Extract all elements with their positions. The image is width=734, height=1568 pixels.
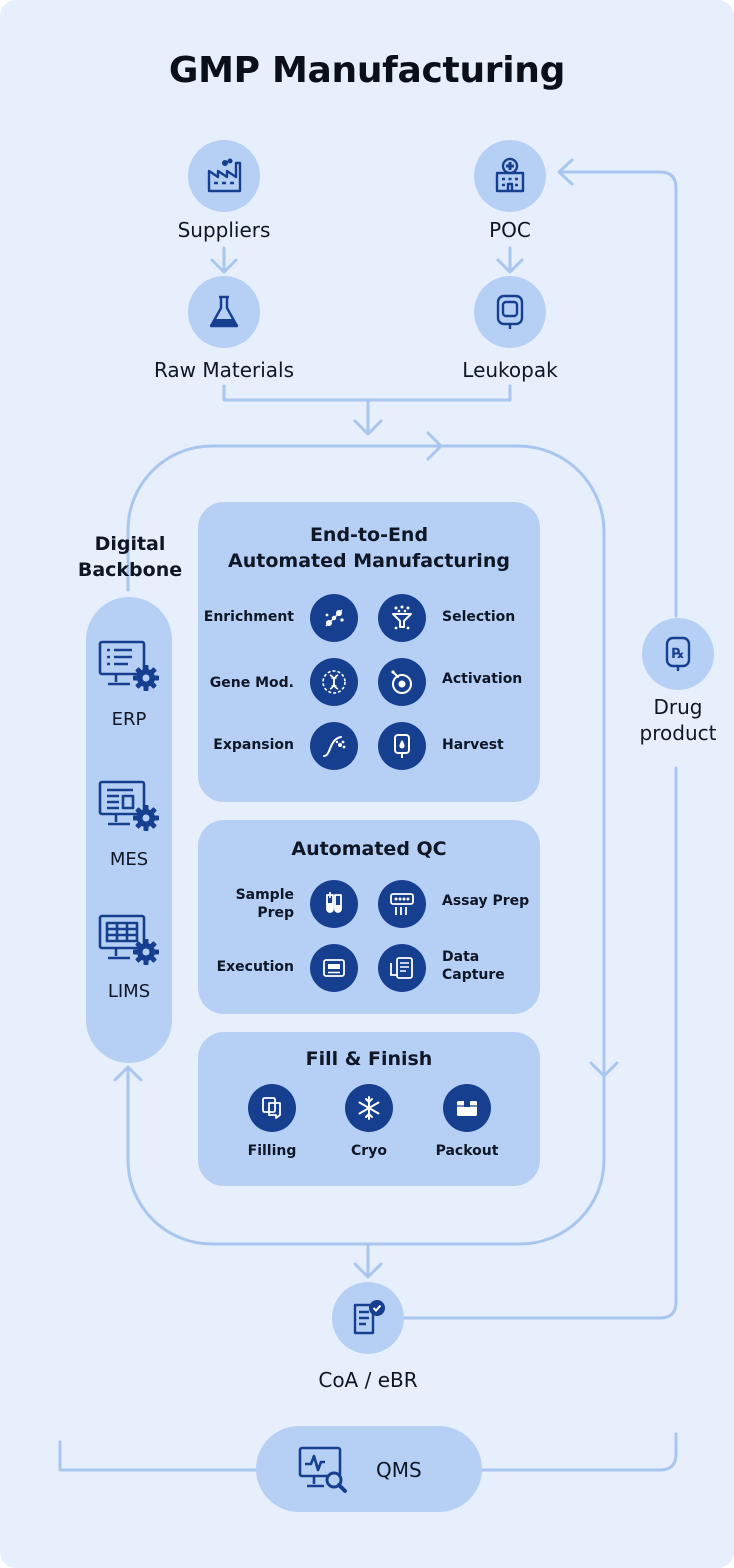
selection-step	[378, 594, 426, 642]
hospital-icon	[495, 157, 525, 193]
snowflake-icon	[358, 1096, 380, 1120]
filling-icon	[262, 1097, 281, 1119]
assay-prep-step	[378, 880, 426, 928]
coa-node	[332, 1282, 404, 1354]
harvest-bag-icon	[394, 734, 410, 758]
qc-panel: Automated QC Sample Prep Assay Prep Exec…	[198, 820, 540, 1014]
poc-label: POC	[489, 218, 531, 242]
fill-finish-panel: Fill & Finish Filling Cryo	[198, 1032, 540, 1186]
activation-label: Activation	[442, 671, 523, 687]
manufacturing-title: End-to-End Automated Manufacturing	[228, 524, 510, 572]
enrichment-label: Enrichment	[203, 609, 294, 625]
dna-icon	[322, 670, 346, 694]
blood-bag-icon	[496, 294, 524, 329]
qms-label: QMS	[376, 1458, 422, 1482]
packout-label: Packout	[435, 1143, 499, 1159]
poc-node	[474, 140, 546, 212]
execution-step	[310, 944, 358, 992]
instrument-icon	[323, 959, 345, 977]
digital-backbone-title: Digital Backbone	[77, 533, 183, 581]
gene-mod-label: Gene Mod.	[209, 675, 294, 691]
sample-prep-step	[310, 880, 358, 928]
activation-cell-icon	[391, 670, 412, 694]
data-capture-step	[378, 944, 426, 992]
flask-icon	[209, 295, 239, 328]
suppliers-label: Suppliers	[177, 218, 271, 242]
qc-title: Automated QC	[291, 838, 447, 860]
qms-pill	[256, 1426, 482, 1512]
svg-text:℞: ℞	[672, 646, 685, 662]
cryo-label: Cryo	[351, 1143, 387, 1159]
fill-finish-title: Fill & Finish	[305, 1048, 433, 1070]
expansion-curve-icon	[323, 736, 346, 757]
erp-monitor-gear-icon	[98, 640, 159, 691]
packout-step	[443, 1084, 491, 1132]
leukopak-label: Leukopak	[462, 358, 558, 382]
suppliers-node	[188, 140, 260, 212]
assay-prep-label: Assay Prep	[442, 893, 530, 909]
filling-step	[248, 1084, 296, 1132]
box-icon	[457, 1101, 477, 1116]
sample-tubes-icon	[326, 892, 342, 913]
selection-label: Selection	[442, 609, 516, 625]
expansion-step	[310, 722, 358, 770]
enrichment-icon	[325, 609, 344, 627]
cryo-step	[345, 1084, 393, 1132]
mes-monitor-gear-icon	[98, 780, 159, 831]
coa-label: CoA / eBR	[318, 1368, 418, 1392]
data-capture-icon	[390, 957, 413, 979]
harvest-label: Harvest	[442, 737, 504, 753]
page-title: GMP Manufacturing	[168, 50, 566, 91]
harvest-step	[378, 722, 426, 770]
sample-prep-label: Sample Prep	[235, 887, 294, 921]
leukopak-node	[474, 276, 546, 348]
gene-mod-step	[310, 658, 358, 706]
enrichment-step	[310, 594, 358, 642]
lims-label: LIMS	[107, 981, 151, 1002]
certified-document-icon	[353, 1300, 385, 1335]
drug-product-node: ℞	[642, 618, 714, 690]
lims-monitor-gear-icon	[98, 914, 159, 965]
expansion-label: Expansion	[213, 737, 294, 753]
data-capture-label: Data Capture	[442, 949, 505, 983]
factory-icon	[207, 158, 242, 193]
assay-plate-icon	[390, 893, 414, 915]
mes-label: MES	[109, 849, 149, 870]
rx-bag-icon: ℞	[665, 636, 691, 671]
raw-materials-node	[188, 276, 260, 348]
monitor-magnifier-icon	[298, 1446, 347, 1493]
execution-label: Execution	[216, 959, 294, 975]
manufacturing-panel: End-to-End Automated Manufacturing Enric…	[198, 502, 540, 802]
drug-product-label: Drug product	[639, 695, 717, 745]
erp-label: ERP	[111, 709, 147, 730]
activation-step	[378, 658, 426, 706]
filling-label: Filling	[247, 1143, 297, 1159]
selection-funnel-icon	[392, 605, 412, 630]
raw-materials-label: Raw Materials	[153, 358, 295, 382]
